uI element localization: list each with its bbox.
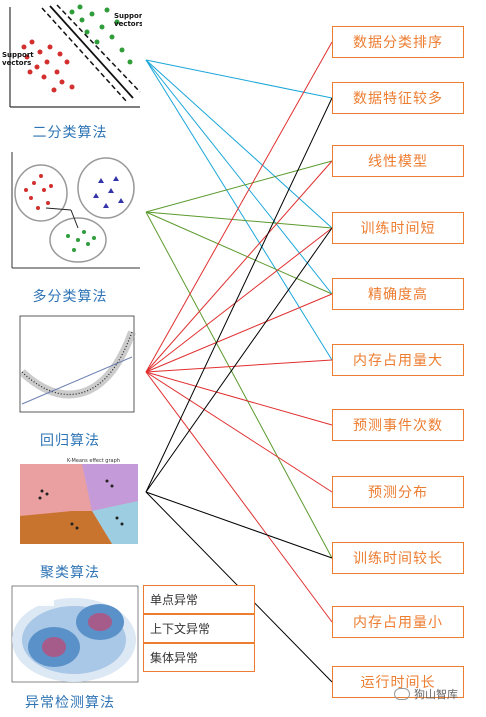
property-box: 精确度高: [332, 278, 464, 310]
multiclass-connector-line: [145, 211, 333, 559]
property-box: 线性模型: [332, 145, 464, 177]
anomaly-caption: 异常检测算法: [25, 695, 115, 711]
clustering-caption: 聚类算法: [40, 565, 100, 581]
regression-caption: 回归算法: [40, 433, 100, 449]
regression-connector-line: [145, 41, 333, 373]
property-box: 预测事件次数: [332, 409, 464, 441]
regression-thumbnail: [14, 312, 138, 422]
multiclass-caption: 多分类算法: [32, 289, 108, 305]
watermark: 狗山智库: [394, 686, 458, 702]
regression-connector-line: [145, 359, 333, 373]
svg-text:Support: Support: [114, 12, 142, 20]
svg-text:vectors: vectors: [114, 20, 142, 28]
multiclass-connector-line: [145, 211, 333, 229]
regression-connector-line: [145, 293, 333, 373]
regression-connector-line: [145, 371, 333, 623]
binary-classification-caption: 二分类算法: [32, 125, 108, 141]
binary-connector-line: [145, 59, 333, 361]
regression-connector-line: [145, 371, 333, 493]
regression-connector-line: [145, 227, 333, 373]
kmeans-thumbnail: K-Means effect graph: [12, 456, 140, 556]
binary-connector-line: [145, 59, 333, 229]
watermark-text: 狗山智库: [414, 688, 458, 701]
wechat-icon: [394, 688, 410, 700]
multiclass-thumbnail: [6, 148, 142, 272]
property-box: 内存占用量大: [332, 344, 464, 376]
clustering-connector-line: [145, 227, 333, 493]
svg-text:Support: Support: [2, 51, 34, 59]
binary-connector-line: [145, 59, 333, 295]
anomaly-type-contextual: 上下文异常: [143, 614, 255, 643]
property-box: 数据分类排序: [332, 26, 464, 58]
property-box: 训练时间较长: [332, 542, 464, 574]
kmeans-title: K-Means effect graph: [67, 458, 120, 464]
regression-connector-line: [145, 160, 333, 373]
svg-text:vectors: vectors: [2, 59, 31, 67]
property-box: 内存占用量小: [332, 606, 464, 638]
binary-connector-line: [145, 59, 333, 99]
property-box: 训练时间短: [332, 212, 464, 244]
clustering-connector-line: [145, 97, 333, 493]
anomaly-type-collective: 集体异常: [143, 643, 255, 672]
clustering-connector-line: [145, 491, 333, 559]
anomaly-type-point: 单点异常: [143, 585, 255, 614]
anomaly-thumbnail: [8, 582, 140, 686]
multiclass-connector-line: [145, 160, 333, 213]
regression-connector-line: [145, 371, 333, 426]
svm-thumbnail: Support vectors Support vectors: [2, 2, 142, 112]
property-box: 预测分布: [332, 476, 464, 508]
multiclass-connector-line: [145, 211, 333, 295]
property-box: 数据特征较多: [332, 82, 464, 114]
